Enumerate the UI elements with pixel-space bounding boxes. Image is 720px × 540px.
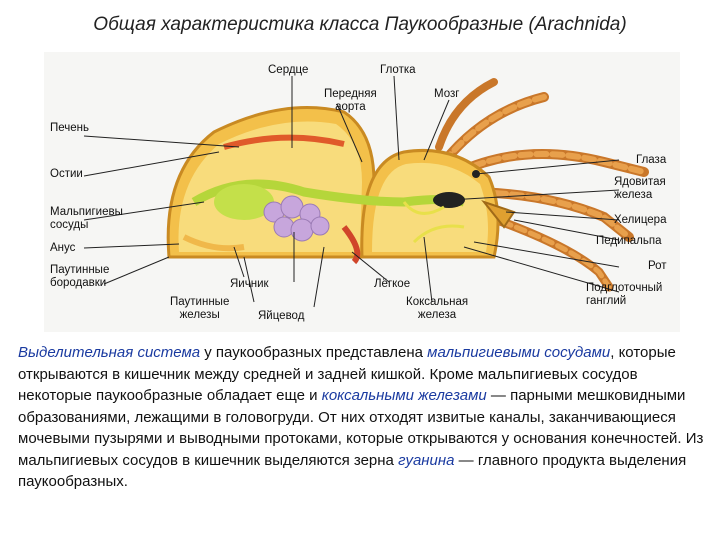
label-eyes: Глаза — [636, 154, 667, 166]
page-title: Общая характеристика класса Паукообразны… — [93, 14, 627, 35]
label-spinnerets-line1: Паутинные — [50, 264, 110, 276]
text-segment: — главного продукта выделения паукообраз… — [18, 451, 687, 491]
label-spinnerets-line2: бородавки — [50, 277, 107, 289]
label-chelicera: Хелицера — [614, 214, 667, 226]
label-oviduct: Яйцевод — [258, 310, 305, 322]
spider-anatomy-diagram: Сердце Глотка Передняя аорта Мозг Печень… — [44, 52, 680, 332]
label-coxal-line2: железа — [417, 309, 457, 321]
label-coxal-gland: Коксальная железа — [406, 296, 468, 322]
label-anterior-aorta-line1: Передняя — [324, 88, 377, 100]
label-heart: Сердце — [268, 64, 309, 76]
text-segment: , которые открываются в кишечник между с… — [18, 344, 676, 404]
ovary — [263, 195, 330, 242]
text-segment: — парными мешковидными образованиями, ле… — [18, 387, 704, 469]
label-anterior-aorta-line2: аорта — [335, 101, 366, 113]
label-liver: Печень — [50, 122, 90, 134]
heart — [223, 134, 345, 150]
label-anus: Анус — [50, 242, 76, 254]
lung — [341, 225, 361, 265]
label-pharynx: Глотка — [380, 64, 416, 76]
label-subpharyngeal-line1: Подглоточный — [586, 282, 663, 294]
label-anterior-aorta: Передняя аорта — [324, 88, 377, 114]
term-coxal-glands: коксальными железами — [321, 387, 487, 404]
label-spinnerets: Паутинные бородавки — [50, 264, 109, 290]
label-silk-glands: Паутинные железы — [170, 296, 229, 322]
label-pedipalp: Педипальпа — [596, 235, 662, 247]
label-malpighian: Мальпигиевы сосуды — [50, 206, 123, 232]
chelicera — [481, 199, 516, 229]
label-ostia: Остии — [50, 168, 83, 180]
term-guanine: гуанина — [398, 451, 455, 469]
silk-glands — [182, 234, 245, 252]
label-venom-line1: Ядовитая — [614, 176, 666, 188]
label-malpighian-line1: Мальпигиевы — [50, 206, 123, 218]
label-ovary: Яичник — [230, 278, 269, 290]
text-segment: у паукообразных представлена — [200, 344, 428, 361]
label-brain: Мозг — [434, 88, 460, 100]
label-malpighian-line2: сосуды — [50, 219, 89, 231]
description-text: Выделительная система у паукообразных пр… — [18, 342, 708, 493]
spider-anatomy-illustration — [83, 75, 649, 308]
label-silk-glands-line2: железы — [179, 309, 220, 321]
label-silk-glands-line1: Паутинные — [170, 296, 230, 308]
label-mouth: Рот — [648, 260, 667, 272]
label-lung: Лёгкое — [374, 278, 411, 290]
label-subpharyngeal-line2: ганглий — [586, 295, 627, 307]
term-excretory-system: Выделительная система — [18, 344, 201, 361]
label-venom-gland: Ядовитая железа — [614, 176, 666, 202]
label-coxal-line1: Коксальная — [406, 296, 469, 308]
label-subpharyngeal-ganglion: Подглоточный ганглий — [586, 282, 662, 308]
term-malpighian-tubules: мальпигиевыми сосудами — [427, 344, 611, 361]
label-venom-line2: железа — [614, 189, 653, 201]
